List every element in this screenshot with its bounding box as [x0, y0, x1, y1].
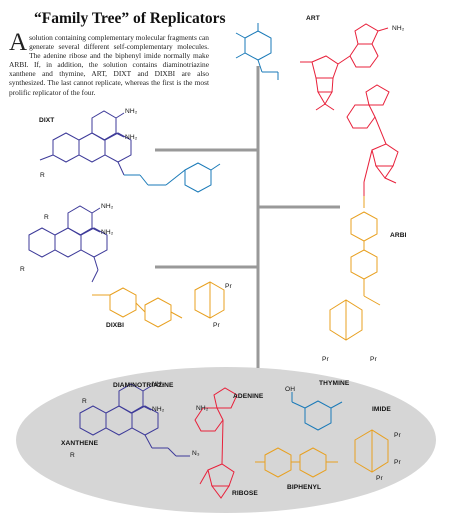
- atom-r-frag-1: R: [82, 398, 87, 405]
- label-dixt: DIXT: [39, 117, 55, 124]
- arbi-structure: [329, 84, 399, 341]
- atom-nh2-frag-1: NH₂: [152, 381, 165, 388]
- intro-text: solution containing complementary molecu…: [9, 33, 209, 97]
- atom-r-dixt: R: [40, 172, 45, 179]
- art-structure: [235, 23, 389, 111]
- atom-pr-dixbi-1: Pr: [225, 283, 232, 290]
- dixt-structure: [39, 110, 221, 193]
- atom-nh2-dixt-2: NH₂: [125, 134, 138, 141]
- atom-nh2-art: NH₂: [392, 25, 405, 32]
- label-dixbi: DIXBI: [106, 322, 125, 329]
- atom-nh2-frag-2: NH₂: [152, 406, 165, 413]
- atom-pr-frag-1: Pr: [394, 432, 401, 439]
- label-thymine: THYMINE: [319, 380, 350, 387]
- atom-nh2-adenine: NH₂: [196, 405, 209, 412]
- tree-branches: [155, 66, 340, 368]
- intro-dropcap: A: [9, 29, 28, 56]
- atom-azide-frag: N₃: [192, 450, 200, 457]
- atom-r-dixbi-2: R: [20, 266, 25, 273]
- label-diaminotriazine: DIAMINOTRIAZINE: [113, 382, 174, 389]
- fragments-ellipse: [16, 367, 436, 513]
- atom-pr-frag-2: Pr: [394, 459, 401, 466]
- atom-nh2-dixt-1: NH₂: [125, 108, 138, 115]
- atom-oh-thymine: OH: [285, 386, 296, 393]
- label-xanthene: XANTHENE: [61, 440, 99, 447]
- atom-r-frag-2: R: [70, 452, 75, 459]
- atom-pr-dixbi-2: Pr: [213, 322, 220, 329]
- atom-nh2-dixbi-1: NH₂: [101, 203, 114, 210]
- page-title: “Family Tree” of Replicators: [34, 10, 226, 27]
- label-arbi: ARBI: [390, 232, 407, 239]
- fragment-structures: [79, 383, 389, 499]
- dixbi-structure: [28, 205, 225, 328]
- label-ribose: RIBOSE: [232, 490, 258, 497]
- atom-pr-frag-3: Pr: [376, 475, 383, 482]
- atom-r-dixbi-1: R: [44, 214, 49, 221]
- label-imide: IMIDE: [372, 406, 391, 413]
- atom-nh2-dixbi-2: NH₂: [101, 229, 114, 236]
- label-adenine: ADENINE: [233, 393, 264, 400]
- atom-pr-arbi-2: Pr: [370, 356, 377, 363]
- label-biphenyl: BIPHENYL: [287, 484, 322, 491]
- label-art: ART: [306, 15, 320, 22]
- atom-pr-arbi-1: Pr: [322, 356, 329, 363]
